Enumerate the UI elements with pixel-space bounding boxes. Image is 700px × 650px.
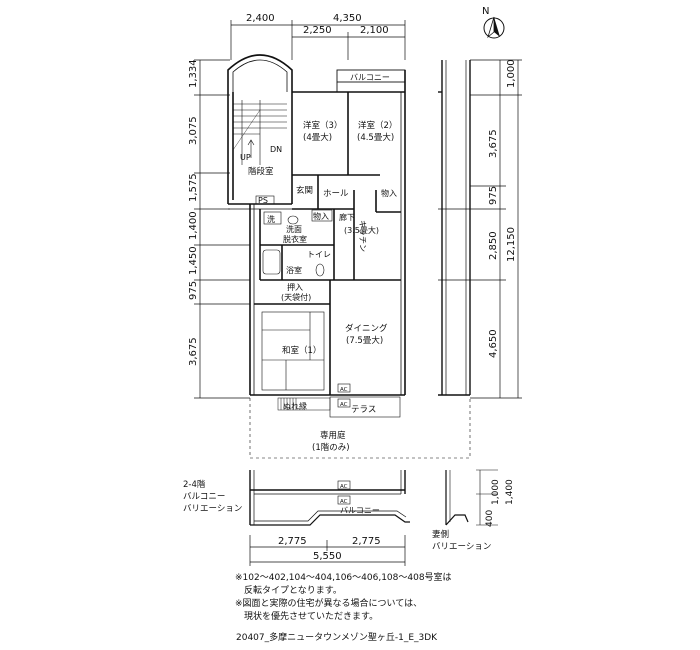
toilet-label: トイレ [307,250,331,259]
note-line-2: 反転タイプとなります。 [235,586,342,596]
ac-unit-1 [337,383,351,393]
dim-top-2400: 2,400 [246,13,275,24]
dim-right-12150: 12,150 [506,227,517,262]
corridor-label: 廊下 [339,212,355,222]
washroom-label: 洗面 [286,224,302,234]
washroom-label-2: 脱衣室 [283,234,307,244]
western-room-2-label: 洋室（2） [358,120,397,131]
terrace-outline [329,396,401,418]
bottom-dimensions [249,535,406,566]
ac-label-4: AC [340,499,348,505]
storage-label-1: 物入 [381,188,397,198]
closet-size: (天袋付) [281,292,311,302]
western-room-3-size: (4畳大) [303,132,332,143]
storage-box [311,209,333,222]
stairwell-label: 階段室 [248,166,274,177]
balcony-variation-label: バルコニー [340,506,380,515]
left-dimensions [194,59,250,399]
plan-walls [227,54,406,396]
kitchen-size: (3.5畳大) [344,225,379,235]
dim-left-975: 975 [188,281,199,300]
dim-side-400: 400 [485,510,495,527]
balcony-variation-title-1: 2-4階 [183,479,206,490]
ps-label: PS [258,196,268,205]
ac-label-3: AC [340,484,348,490]
dim-top-4350: 4,350 [333,13,362,24]
wash-machine-box [263,211,282,225]
footer-code: 20407_多摩ニュータウンメゾン聖ヶ丘-1_E_3DK [236,633,438,643]
note-line-1: ※102～402,104～404,106～406,108～408号室は [235,573,452,583]
wash-basin-icon [287,215,299,225]
dining-size: (7.5畳大) [346,335,383,346]
balcony-variation-plan [249,470,410,526]
dim-left-3675: 3,675 [188,337,199,366]
north-arrow-icon: N [482,6,505,39]
garden-note: (1階のみ) [312,442,350,453]
ac-unit-2 [337,398,351,408]
note-line-3: ※図面と実際の住宅が異なる場合については、 [235,599,423,609]
dim-bottom-5550: 5,550 [313,551,342,562]
dim-bottom-2775-right: 2,775 [352,536,381,547]
japanese-room-label: 和室（1） [282,345,321,356]
terrace-label: テラス [351,405,376,415]
dim-left-1334: 1,334 [188,59,199,88]
ac-unit-3 [337,480,351,490]
dim-left-1400: 1,400 [188,211,199,240]
garden-label: 専用庭 [320,430,346,441]
ac-label-2: AC [340,402,348,408]
dim-side-1000: 1,000 [491,479,501,505]
dim-left-1450: 1,450 [188,246,199,275]
ac-label-1: AC [340,387,348,393]
storage-label-2: 物入 [313,211,329,221]
western-room-3-label: 洋室（3） [303,120,342,131]
dim-right-975: 975 [488,186,499,205]
dim-left-3075: 3,075 [188,116,199,145]
bath-label: 浴室 [286,265,302,275]
side-variation-small [445,469,498,526]
entrance-label: 玄関 [296,185,313,196]
dim-right-1000: 1,000 [506,59,517,88]
stair-up-label: UP [240,153,251,162]
top-balcony-rail [336,69,406,92]
dim-right-4650: 4,650 [488,329,499,358]
tatami-grid [261,311,325,391]
dim-top-2100: 2,100 [360,25,389,36]
dim-right-3675: 3,675 [488,129,499,158]
western-room-2-size: (4.5畳大) [357,132,394,143]
staircase-drawing [232,100,287,165]
dining-label: ダイニング [345,323,388,334]
ps-box [255,195,275,205]
balcony-variation-title-2: バルコニー [183,492,225,502]
side-variation-plan [438,60,471,396]
balcony-label: バルコニー [350,73,390,82]
note-line-4: 現状を優先させていただきます。 [235,612,379,622]
balcony-variation-title-3: バリエーション [183,504,242,514]
closet-label: 押入 [287,282,303,292]
kitchen-label: キッチン [358,220,367,252]
stair-dn-label: DN [270,145,282,154]
side-variation-title-2: バリエーション [432,542,491,552]
side-variation-title-1: 妻側 [432,529,449,540]
dim-bottom-2775-left: 2,775 [278,536,307,547]
dim-side-1400: 1,400 [505,479,515,505]
veranda-label: ぬれ縁 [283,401,307,411]
private-garden-outline [249,398,471,459]
right-dimensions [470,59,522,399]
bathtub-icon [262,249,281,275]
hall-label: ホール [323,189,349,199]
compass-label: N [482,6,489,17]
dim-left-1575: 1,575 [188,173,199,202]
top-dimensions [230,20,406,60]
ac-unit-4 [337,495,351,505]
toilet-icon [315,263,325,277]
dim-top-2250: 2,250 [303,25,332,36]
dim-right-2850: 2,850 [488,231,499,260]
wash-label: 洗 [267,214,275,224]
